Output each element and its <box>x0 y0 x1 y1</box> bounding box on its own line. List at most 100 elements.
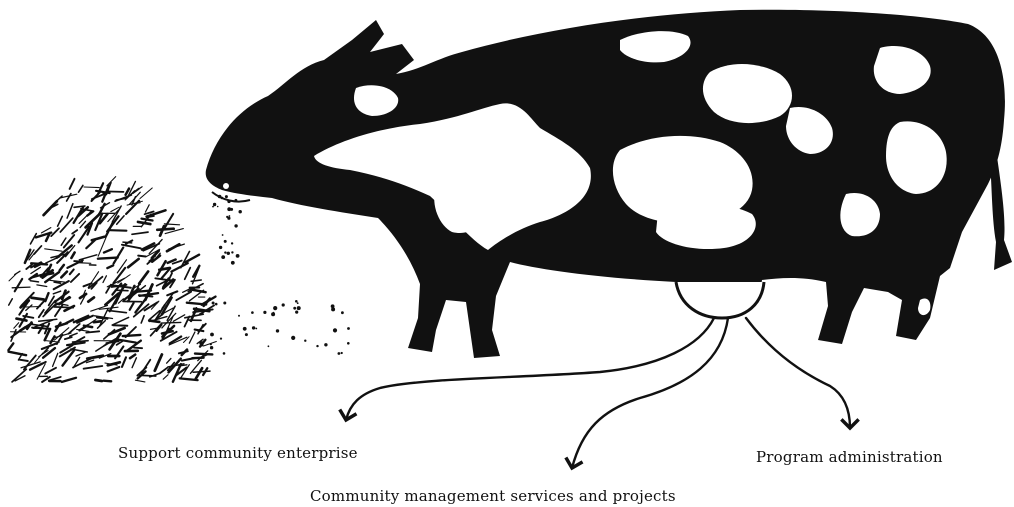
hay-stroke <box>20 291 35 307</box>
hay-stroke <box>132 303 150 318</box>
hay-stroke <box>29 323 49 328</box>
hay-stroke <box>175 366 188 377</box>
hay-stroke <box>7 350 28 357</box>
hay-stroke <box>71 336 86 345</box>
hay-stroke <box>129 284 147 299</box>
hay-speck <box>263 310 267 314</box>
hay-stroke <box>112 246 125 265</box>
hay-stroke <box>131 231 149 236</box>
hay-stroke <box>78 254 98 261</box>
hay-stroke <box>190 279 202 283</box>
hay-stroke <box>76 328 90 332</box>
hay-speck <box>231 251 234 254</box>
hay-stroke <box>59 193 78 199</box>
hay-stroke <box>52 280 70 291</box>
hay-stroke <box>150 254 162 263</box>
hay-speck <box>224 195 228 199</box>
hay-stroke <box>166 305 176 322</box>
hay-stroke <box>158 366 169 375</box>
hay-stroke <box>156 259 167 277</box>
hay-speck <box>234 224 238 228</box>
hay-speck <box>251 311 254 314</box>
hay-stroke <box>98 306 119 310</box>
hay-stroke <box>64 244 76 258</box>
hay-stroke <box>66 202 74 219</box>
hay-stroke <box>43 327 52 342</box>
hay-stroke <box>37 308 45 319</box>
hay-stroke <box>115 340 124 346</box>
hay-stroke <box>183 336 190 343</box>
hay-stroke <box>122 241 133 244</box>
hay-stroke <box>15 317 28 322</box>
hay-stroke <box>163 212 175 230</box>
hay-stroke <box>161 292 175 310</box>
hay-stroke <box>134 379 146 383</box>
hay-stroke <box>79 220 87 229</box>
hay-stroke <box>165 242 181 253</box>
hay-speck <box>238 314 240 317</box>
hay-speck <box>212 202 217 207</box>
hay-stroke <box>102 248 114 254</box>
hay-speck <box>332 328 338 333</box>
hay-stroke <box>106 277 126 288</box>
hay-stroke <box>41 271 55 277</box>
hay-stroke <box>42 199 59 217</box>
hay-stroke <box>46 263 53 274</box>
hay-stroke <box>33 262 44 269</box>
hay-stroke <box>171 259 183 265</box>
hay-stroke <box>81 289 87 298</box>
hay-stroke <box>17 352 23 361</box>
hay-stroke <box>164 228 184 235</box>
hay-stroke <box>101 184 110 203</box>
hay-stroke <box>40 342 58 351</box>
hay-stroke <box>149 322 163 337</box>
hay-stroke <box>163 223 181 226</box>
hay-stroke <box>26 249 35 261</box>
label-support-community-enterprise: Support community enterprise <box>118 444 358 462</box>
hay-stroke <box>53 327 70 341</box>
hay-stroke <box>68 177 76 190</box>
hay-speck <box>223 239 227 243</box>
hay-stroke <box>77 225 91 244</box>
hay-stroke <box>85 238 97 250</box>
cow-body <box>205 9 1005 358</box>
hay-stroke <box>106 264 115 270</box>
hay-stroke <box>8 273 17 282</box>
hay-stroke <box>87 271 100 289</box>
hay-speck <box>221 234 224 236</box>
hay-stroke <box>110 206 120 213</box>
hay-speck <box>224 251 227 254</box>
hay-speck <box>210 332 214 337</box>
hay-stroke <box>90 281 98 290</box>
hay-stroke <box>60 289 67 301</box>
hay-speck <box>222 352 226 355</box>
hay-stroke <box>140 242 156 251</box>
hay-stroke <box>25 263 33 270</box>
hay-stroke <box>166 258 177 265</box>
hay-stroke <box>44 291 50 303</box>
hay-stroke <box>98 212 109 225</box>
hay-stroke <box>162 374 169 380</box>
hay-stroke <box>172 314 186 322</box>
hay-stroke <box>37 318 58 322</box>
hay-stroke <box>38 349 49 358</box>
hay-stroke <box>72 314 90 324</box>
hay-stroke <box>146 248 161 257</box>
hay-stroke <box>115 215 125 226</box>
hay-stroke <box>36 363 46 380</box>
hay-stroke <box>94 378 104 383</box>
hay-stroke <box>49 279 66 283</box>
hay-stroke <box>125 199 141 216</box>
arrow-to-support <box>338 316 716 423</box>
hay-stroke <box>83 186 100 189</box>
hay-stroke <box>128 353 137 360</box>
hay-stroke <box>133 346 144 350</box>
hay-stroke <box>161 278 175 290</box>
hay-speck <box>214 302 218 306</box>
hay-stroke <box>137 254 147 258</box>
hay-stroke <box>140 314 145 324</box>
hay-speck <box>291 335 296 340</box>
hay-stroke <box>194 366 204 381</box>
hay-stroke <box>142 242 161 252</box>
hay-stroke <box>182 288 191 293</box>
